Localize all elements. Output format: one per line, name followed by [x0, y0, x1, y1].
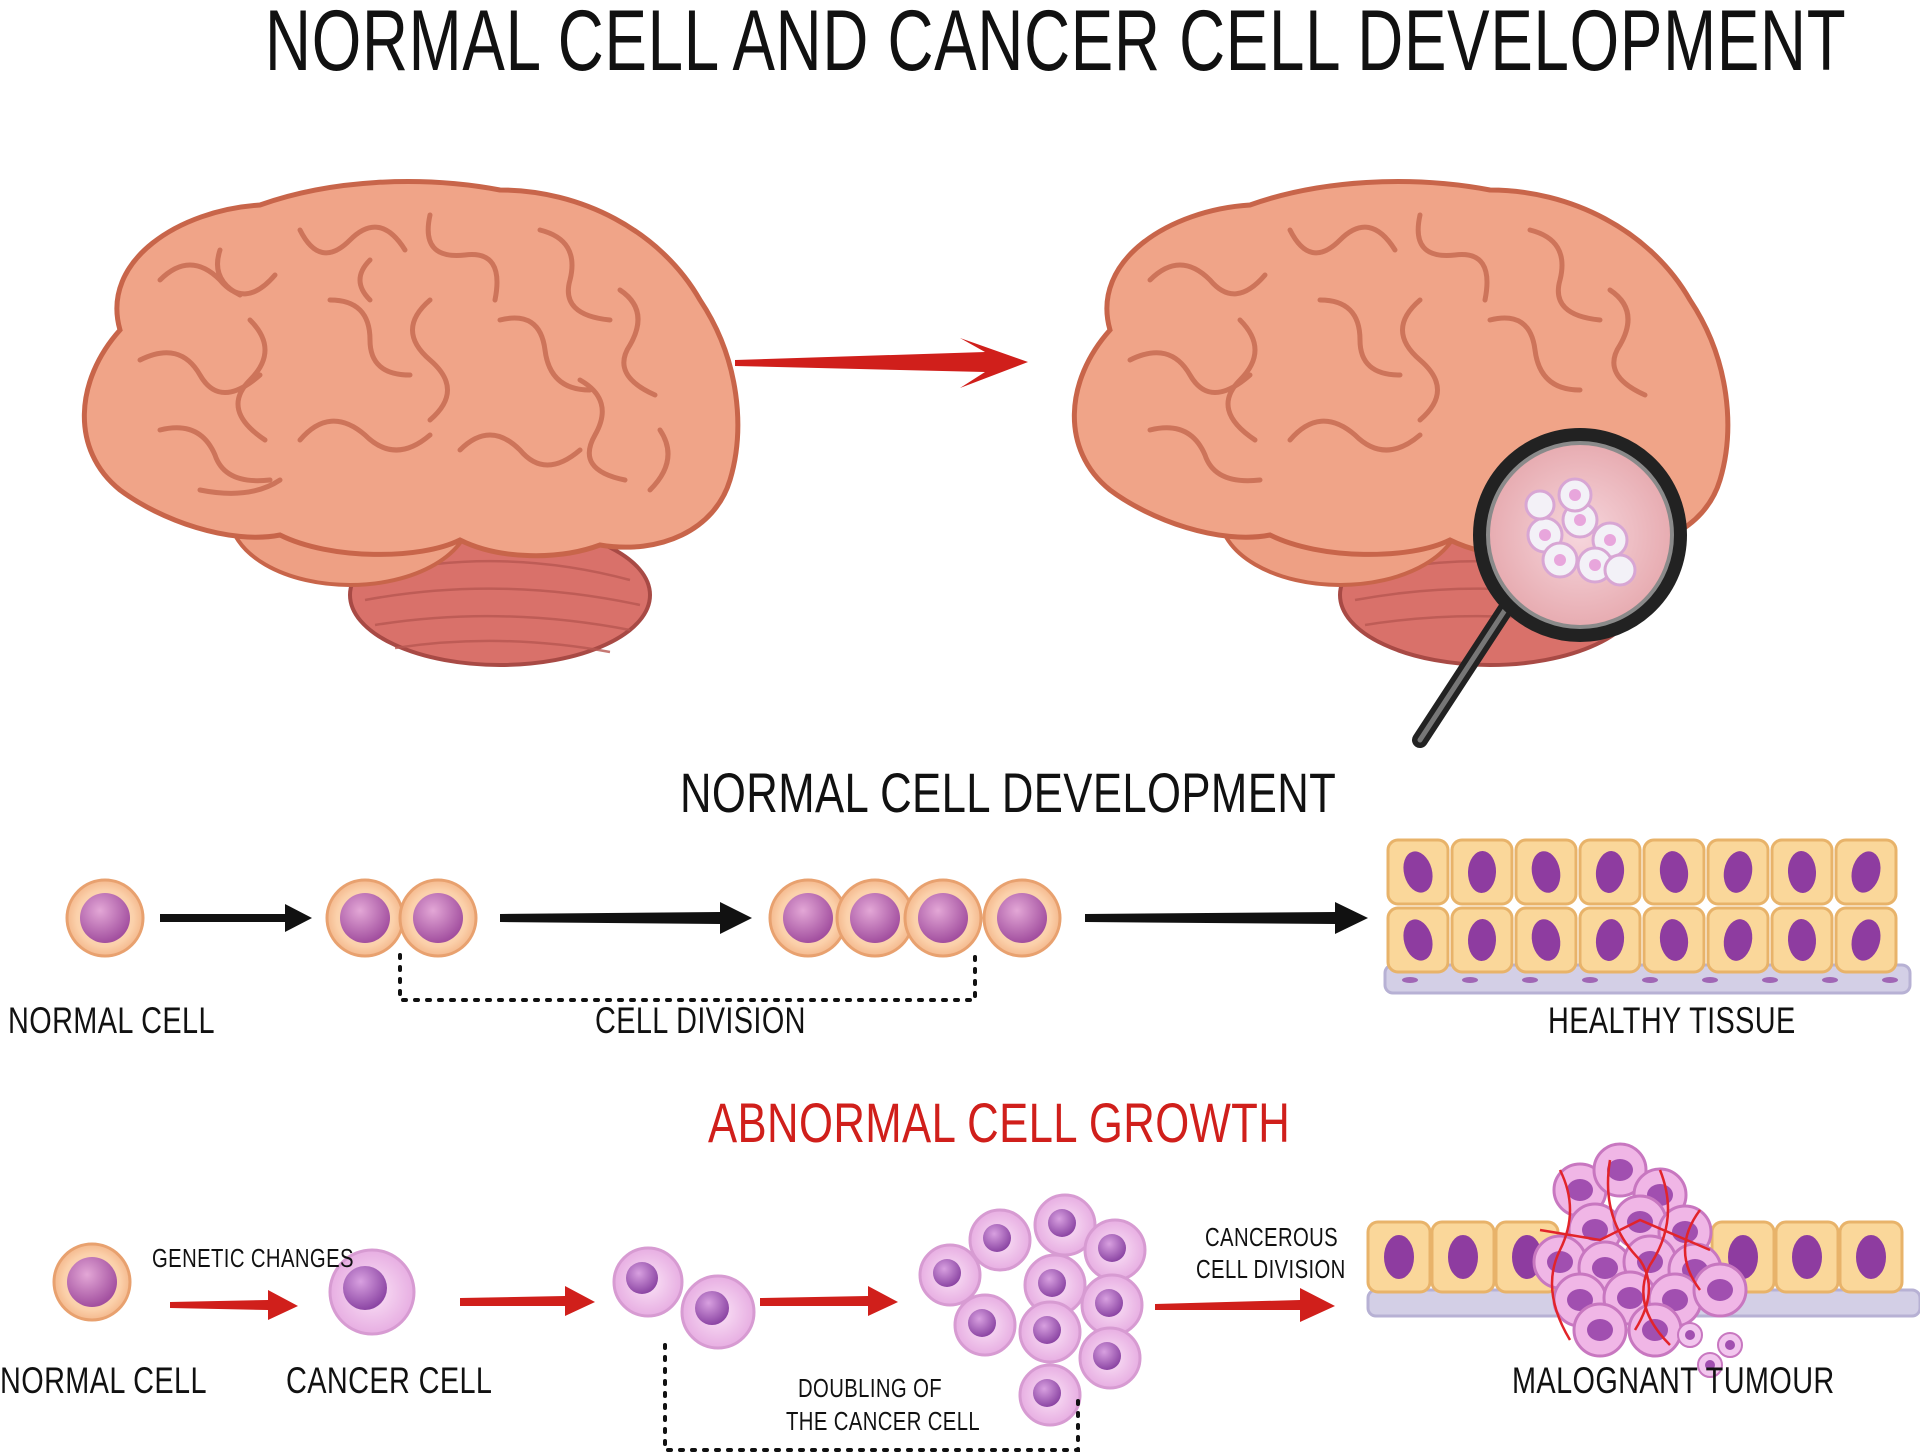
- label-cancerous-2: CELL DIVISION: [1196, 1254, 1346, 1284]
- tissue-cell: [1514, 906, 1578, 974]
- normal-cell: [65, 878, 145, 958]
- blood-vessel: [1683, 1209, 1702, 1291]
- cancer-cell: [1080, 1273, 1144, 1337]
- page-title: NORMAL CELL AND CANCER CELL DEVELOPMENT: [265, 0, 1847, 89]
- abnormal-section-heading: ABNORMAL CELL GROWTH: [708, 1091, 1291, 1154]
- tissue-cell: [1578, 838, 1642, 906]
- tissue-cell: [1450, 838, 1514, 906]
- blood-vessel: [1550, 1169, 1572, 1341]
- normal-development-row: [65, 838, 1912, 1002]
- cancer-cell: [1018, 1363, 1082, 1427]
- malignant-tumour: [1366, 1142, 1920, 1378]
- doubling-bracket: [663, 1343, 1080, 1452]
- label-normal-cell: NORMAL CELL: [8, 1000, 215, 1041]
- escaping-cell: [1677, 1322, 1703, 1348]
- tissue-cell: [1386, 838, 1450, 906]
- label-cell-division: CELL DIVISION: [595, 1000, 806, 1041]
- red-arrow: [760, 1286, 898, 1316]
- cancerous-division-arrow: [1155, 1288, 1335, 1322]
- genetic-change-arrow: [170, 1290, 298, 1320]
- label-healthy-tissue: HEALTHY TISSUE: [1548, 1000, 1796, 1041]
- tissue-cell: [1838, 1220, 1904, 1294]
- label-doubling-2: THE CANCER CELL: [786, 1406, 981, 1436]
- cancer-cell-cluster: [918, 1193, 1147, 1427]
- label-malignant-tumour: MALOGNANT TUMOUR: [1512, 1360, 1835, 1401]
- cancer-cell: [1083, 1218, 1147, 1282]
- cancer-cell: [918, 1243, 982, 1307]
- tumour-cell: [1572, 1302, 1628, 1358]
- doubling-cancer-cells: [612, 1246, 756, 1350]
- cancer-cell: [1078, 1326, 1142, 1390]
- tissue-cell: [1430, 1220, 1496, 1294]
- tissue-cell: [1770, 906, 1834, 974]
- arrow-right: [500, 902, 752, 934]
- tissue-cell: [1770, 838, 1834, 906]
- tissue-cell: [1706, 906, 1770, 974]
- cerebrum: [81, 179, 741, 559]
- arrow-right: [160, 904, 312, 932]
- tissue-cell: [1578, 906, 1642, 974]
- four-cells: [768, 878, 1062, 958]
- escaping-cell: [1717, 1332, 1743, 1358]
- cancer-cell: [968, 1208, 1032, 1272]
- blood-vessel: [1642, 1169, 1671, 1346]
- normal-section-heading: NORMAL CELL DEVELOPMENT: [680, 761, 1337, 824]
- escaping-cell: [1697, 1352, 1723, 1378]
- healthy-tissue: [1383, 838, 1912, 995]
- tissue-cell: [1834, 838, 1898, 906]
- arrow-right: [1085, 902, 1368, 934]
- blood-vessel: [1606, 1159, 1651, 1331]
- tissue-cell: [1642, 838, 1706, 906]
- red-arrow: [460, 1286, 595, 1316]
- healthy-brain: [81, 179, 741, 667]
- tumour-cell: [1692, 1262, 1748, 1318]
- cancer-cell: [328, 1248, 416, 1336]
- magnifying-glass-icon: [1412, 428, 1687, 748]
- progression-arrow: [735, 338, 1028, 388]
- tissue-cell: [1366, 1220, 1432, 1294]
- label-cancer-cell: CANCER CELL: [286, 1360, 493, 1401]
- tissue-cell: [1642, 906, 1706, 974]
- label-genetic-changes: GENETIC CHANGES: [152, 1243, 354, 1273]
- tissue-cell: [1774, 1220, 1840, 1294]
- cancer-cell: [953, 1293, 1017, 1357]
- tissue-cell: [1450, 906, 1514, 974]
- label-cancerous-1: CANCEROUS: [1205, 1222, 1339, 1252]
- tissue-cell: [1834, 906, 1898, 974]
- normal-cell: [52, 1242, 132, 1322]
- cancer-cell: [1018, 1300, 1082, 1364]
- tumour-cell: [1627, 1302, 1683, 1358]
- tissue-cell: [1514, 838, 1578, 906]
- cancer-cell: [1023, 1253, 1087, 1317]
- label-doubling-1: DOUBLING OF: [798, 1373, 943, 1403]
- abnormal-growth-row: [52, 1142, 1920, 1452]
- cell-division-bracket: [398, 953, 977, 1002]
- dividing-cells: [325, 878, 478, 958]
- affected-brain: [1071, 179, 1731, 748]
- label-normal-cell-2: NORMAL CELL: [0, 1360, 207, 1401]
- tissue-cell: [1386, 906, 1450, 974]
- tissue-cell: [1706, 838, 1770, 906]
- cancer-cell: [1033, 1193, 1097, 1257]
- blood-vessel: [1539, 1218, 1711, 1252]
